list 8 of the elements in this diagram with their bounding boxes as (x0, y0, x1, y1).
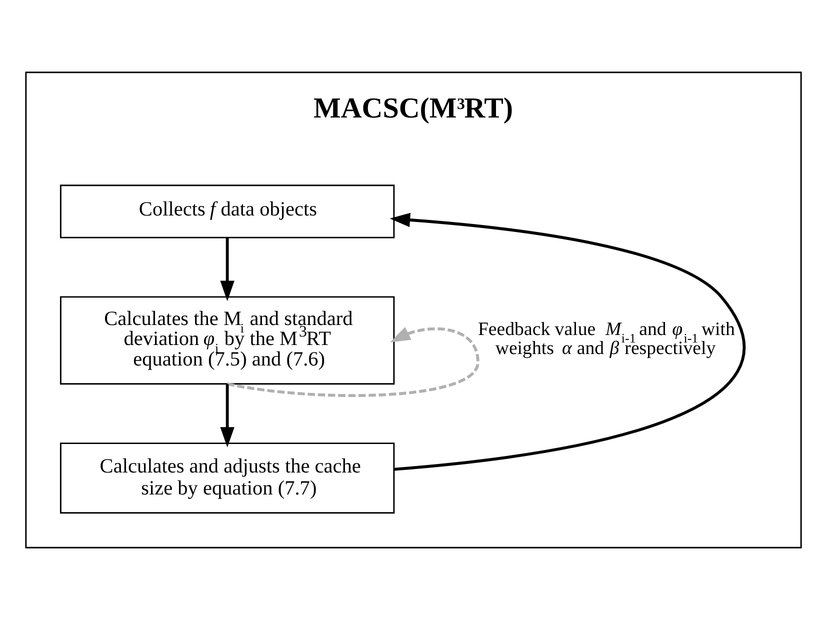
node-box: Calculates and adjusts the cache size by equation (7.7) (60, 442, 395, 514)
arrow (220, 384, 234, 448)
edge-label: Feedback value M$_{i-1}$ and φ$_{i-1}$ with weights α and β respectively (478, 319, 735, 360)
node-box: Calculates the M$_{i}$ and standard deviation φ$_{i}$ by the M$^{3}$RT equation (7.5) and (7.6) (60, 296, 395, 385)
arrow (390, 212, 746, 471)
arrow (227, 327, 480, 397)
arrow (220, 238, 234, 302)
node-box: Collects f data objects (60, 184, 395, 238)
